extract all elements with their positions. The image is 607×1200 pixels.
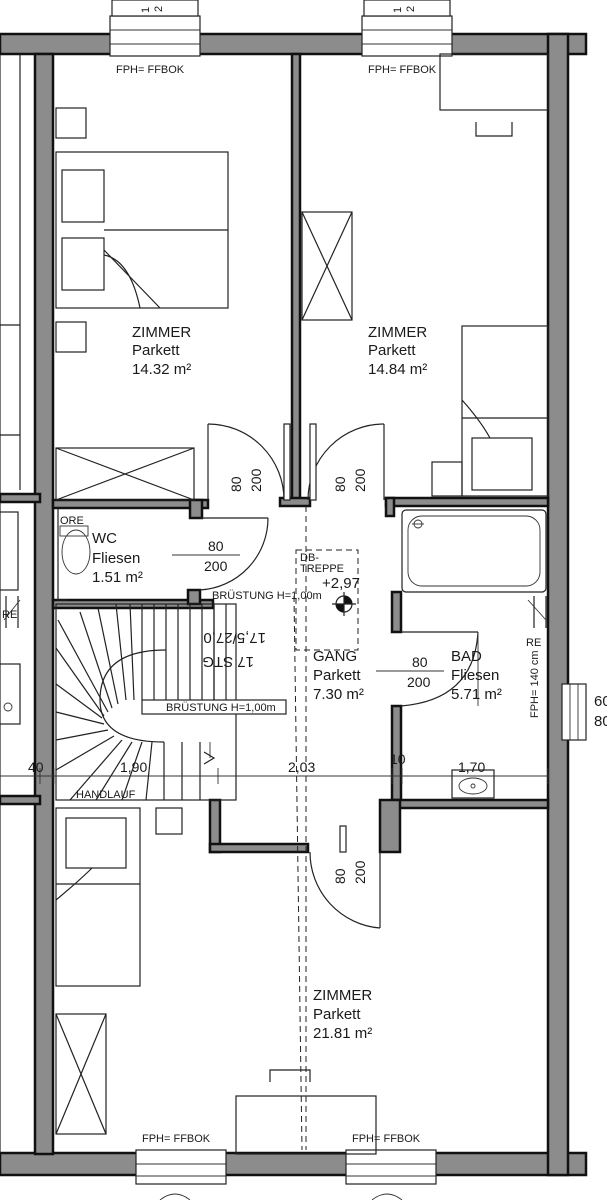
chair-top-right	[475, 122, 513, 137]
dimension-2: 1,90	[120, 759, 147, 775]
staircase	[55, 603, 287, 835]
label-db-2: TREPPE	[300, 563, 344, 575]
room-zimmer-2-area: 14.84 m²	[368, 361, 427, 378]
room-zimmer-1-name: ZIMMER	[132, 324, 191, 341]
door-bad	[400, 631, 479, 707]
room-zimmer-2-floor: Parkett	[368, 342, 416, 359]
door-3-height: 200	[204, 558, 228, 574]
desk-top-right	[439, 53, 549, 111]
sink-bad	[451, 769, 495, 799]
db-treppe	[295, 549, 359, 651]
bed-bottom	[55, 807, 141, 987]
edge-label-top-3: 1	[392, 7, 404, 13]
label-fph-140: FPH= 140 cm	[529, 650, 541, 718]
room-wc-name: WC	[92, 530, 117, 547]
door-4-width: 80	[412, 654, 428, 670]
room-gang-floor: Parkett	[313, 667, 361, 684]
door-2-height: 200	[352, 468, 368, 492]
edge-label-top-4: 2	[405, 6, 417, 12]
label-stair-count: 17 STG	[202, 653, 254, 670]
room-zimmer-2-name: ZIMMER	[368, 324, 427, 341]
label-handlauf: HANDLAUF	[76, 789, 136, 801]
dimension-4: 10	[390, 751, 406, 767]
window-label-3: FPH= FFBOK	[142, 1133, 211, 1145]
window-label-1: FPH= FFBOK	[116, 64, 185, 76]
bed-top-right	[431, 325, 549, 497]
room-bad-name: BAD	[451, 648, 482, 665]
label-re-left: RE	[2, 609, 17, 621]
room-zimmer-3-area: 21.81 m²	[313, 1025, 372, 1042]
bottom-edge-arc-2	[371, 1193, 403, 1200]
nightstand-bottom	[55, 321, 87, 353]
label-bruestung-1: BRÜSTUNG H=1,00m	[212, 590, 322, 602]
room-gang-name: GANG	[313, 648, 357, 665]
room-zimmer-3-name: ZIMMER	[313, 987, 372, 1004]
bathtub	[401, 509, 547, 593]
nightstand-top	[55, 107, 87, 139]
desk-bottom	[235, 1095, 377, 1155]
chair-bottom	[269, 1069, 311, 1082]
door-top-right	[307, 423, 385, 501]
room-bad-floor: Fliesen	[451, 667, 499, 684]
door-top-left	[207, 423, 291, 501]
room-zimmer-3-floor: Parkett	[313, 1006, 361, 1023]
radiator-right	[527, 596, 547, 628]
label-re-right: RE	[526, 637, 541, 649]
edge-label-top-2: 2	[153, 6, 165, 12]
wardrobe-top-right	[301, 211, 353, 321]
room-wc-area: 1.51 m²	[92, 569, 143, 586]
top-window-left	[109, 0, 201, 57]
bed-top-left	[55, 151, 229, 309]
radiator-left	[3, 596, 21, 628]
door-5-height: 200	[352, 860, 368, 884]
door-wc	[199, 517, 269, 591]
door-1-height: 200	[248, 468, 264, 492]
edge-label-top-1: 1	[140, 7, 152, 13]
room-bad-area: 5.71 m²	[451, 686, 502, 703]
window-label-4: FPH= FFBOK	[352, 1133, 421, 1145]
wardrobe-top-left	[55, 447, 195, 501]
top-window-right	[361, 0, 453, 57]
door-4-height: 200	[407, 674, 431, 690]
bottom-edge-arc-1	[159, 1193, 191, 1200]
room-zimmer-1-area: 14.32 m²	[132, 361, 191, 378]
room-gang-area: 7.30 m²	[313, 686, 364, 703]
center-axis-2	[293, 595, 303, 1151]
room-zimmer-1-floor: Parkett	[132, 342, 180, 359]
label-stair-ratio: 17,5/27,0	[203, 629, 266, 646]
dimension-3: 2,03	[288, 759, 315, 775]
room-wc-floor: Fliesen	[92, 550, 140, 567]
edge-label-right-2: 80	[594, 713, 607, 730]
label-ore: ORE	[60, 515, 84, 527]
door-1-width: 80	[228, 476, 244, 492]
door-3-width: 80	[208, 538, 224, 554]
door-5-width: 80	[332, 868, 348, 884]
bottom-window-right	[345, 1149, 437, 1185]
dimension-line	[0, 768, 549, 784]
dimension-5: 1,70	[458, 759, 485, 775]
door-2-width: 80	[332, 476, 348, 492]
label-level: +2,97	[322, 575, 360, 592]
door-bottom	[309, 825, 381, 929]
label-db-1: DB-	[300, 552, 319, 564]
label-bruestung-2: BRÜSTUNG H=1,00m	[166, 702, 276, 714]
window-label-2: FPH= FFBOK	[368, 64, 437, 76]
wardrobe-bottom	[55, 1013, 107, 1135]
edge-label-right-1: 60	[594, 693, 607, 710]
left-neighbor-fragments	[0, 54, 42, 1153]
right-window	[561, 683, 587, 741]
wc-fixtures	[57, 508, 91, 601]
dimension-1: 40	[28, 759, 44, 775]
bottom-window-left	[135, 1149, 227, 1185]
